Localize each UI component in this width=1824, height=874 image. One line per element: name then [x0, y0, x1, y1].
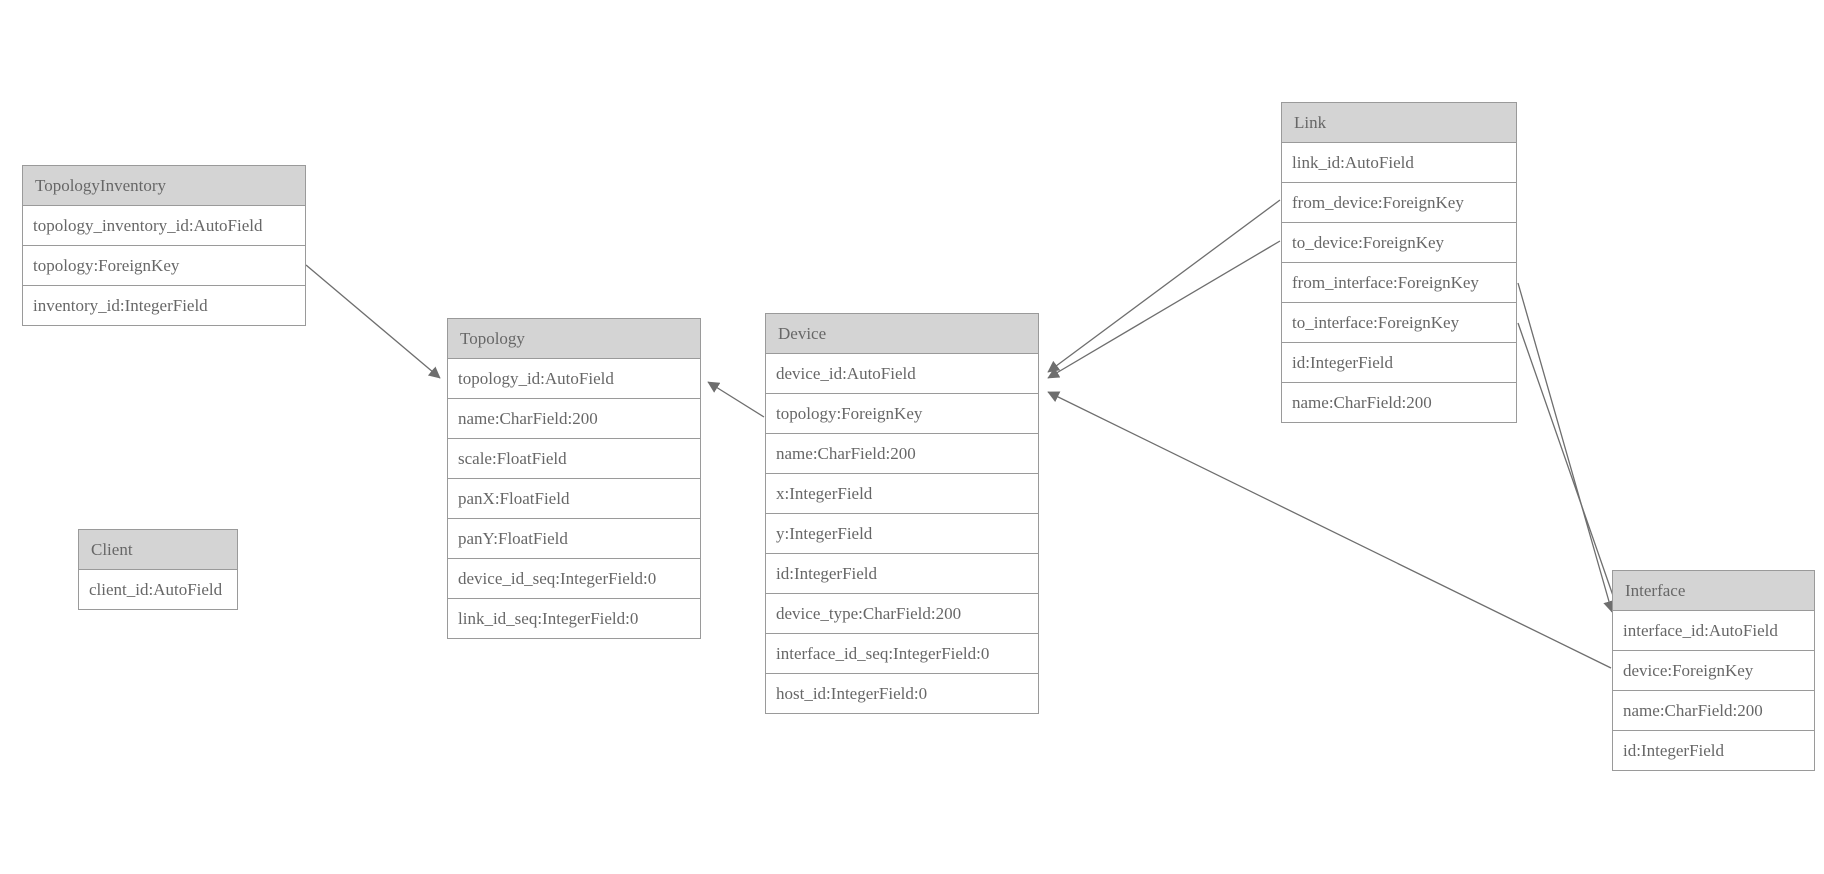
relation-line-topologyinventory-topology — [305, 264, 441, 379]
entity-topologyinventory-field: topology:ForeignKey — [23, 246, 305, 286]
entity-topology-field: link_id_seq:IntegerField:0 — [448, 599, 700, 638]
entity-interface-field: id:IntegerField — [1613, 731, 1814, 770]
entity-device-field: name:CharField:200 — [766, 434, 1038, 474]
entity-link-field: id:IntegerField — [1282, 343, 1516, 383]
relation-line-device-topology — [707, 381, 765, 418]
entity-device-field: topology:ForeignKey — [766, 394, 1038, 434]
entity-device-field: device_type:CharField:200 — [766, 594, 1038, 634]
entity-interface-title: Interface — [1613, 571, 1814, 611]
entity-link-field: to_interface:ForeignKey — [1282, 303, 1516, 343]
entity-link-title: Link — [1282, 103, 1516, 143]
relation-line-link-from-device — [1047, 199, 1281, 373]
entity-device-field: y:IntegerField — [766, 514, 1038, 554]
entity-interface-field: interface_id:AutoField — [1613, 611, 1814, 651]
entity-topology-field: topology_id:AutoField — [448, 359, 700, 399]
relation-line-link-to-interface — [1517, 322, 1620, 611]
entity-client-field: client_id:AutoField — [79, 570, 237, 609]
entity-topology-title: Topology — [448, 319, 700, 359]
entity-topologyinventory-title: TopologyInventory — [23, 166, 305, 206]
relation-line-link-to-device — [1047, 240, 1281, 379]
entity-topologyinventory-field: inventory_id:IntegerField — [23, 286, 305, 325]
entity-device-field: x:IntegerField — [766, 474, 1038, 514]
entity-topology-field: name:CharField:200 — [448, 399, 700, 439]
entity-device-field: host_id:IntegerField:0 — [766, 674, 1038, 713]
entity-topology-field: panY:FloatField — [448, 519, 700, 559]
entity-device-field: interface_id_seq:IntegerField:0 — [766, 634, 1038, 674]
relation-line-link-from-interface — [1517, 282, 1615, 613]
entity-link-field: from_device:ForeignKey — [1282, 183, 1516, 223]
entity-topologyinventory-field: topology_inventory_id:AutoField — [23, 206, 305, 246]
entity-interface-field: device:ForeignKey — [1613, 651, 1814, 691]
entity-device-field: id:IntegerField — [766, 554, 1038, 594]
entity-client-title: Client — [79, 530, 237, 570]
entity-device-field: device_id:AutoField — [766, 354, 1038, 394]
entity-link-field: from_interface:ForeignKey — [1282, 263, 1516, 303]
entity-topology-field: panX:FloatField — [448, 479, 700, 519]
entity-link-field: to_device:ForeignKey — [1282, 223, 1516, 263]
relation-line-interface-device — [1047, 391, 1612, 669]
entity-interface-field: name:CharField:200 — [1613, 691, 1814, 731]
entity-topology-field: scale:FloatField — [448, 439, 700, 479]
entity-link-field: name:CharField:200 — [1282, 383, 1516, 422]
entity-link-field: link_id:AutoField — [1282, 143, 1516, 183]
entity-topology-field: device_id_seq:IntegerField:0 — [448, 559, 700, 599]
entity-device-title: Device — [766, 314, 1038, 354]
